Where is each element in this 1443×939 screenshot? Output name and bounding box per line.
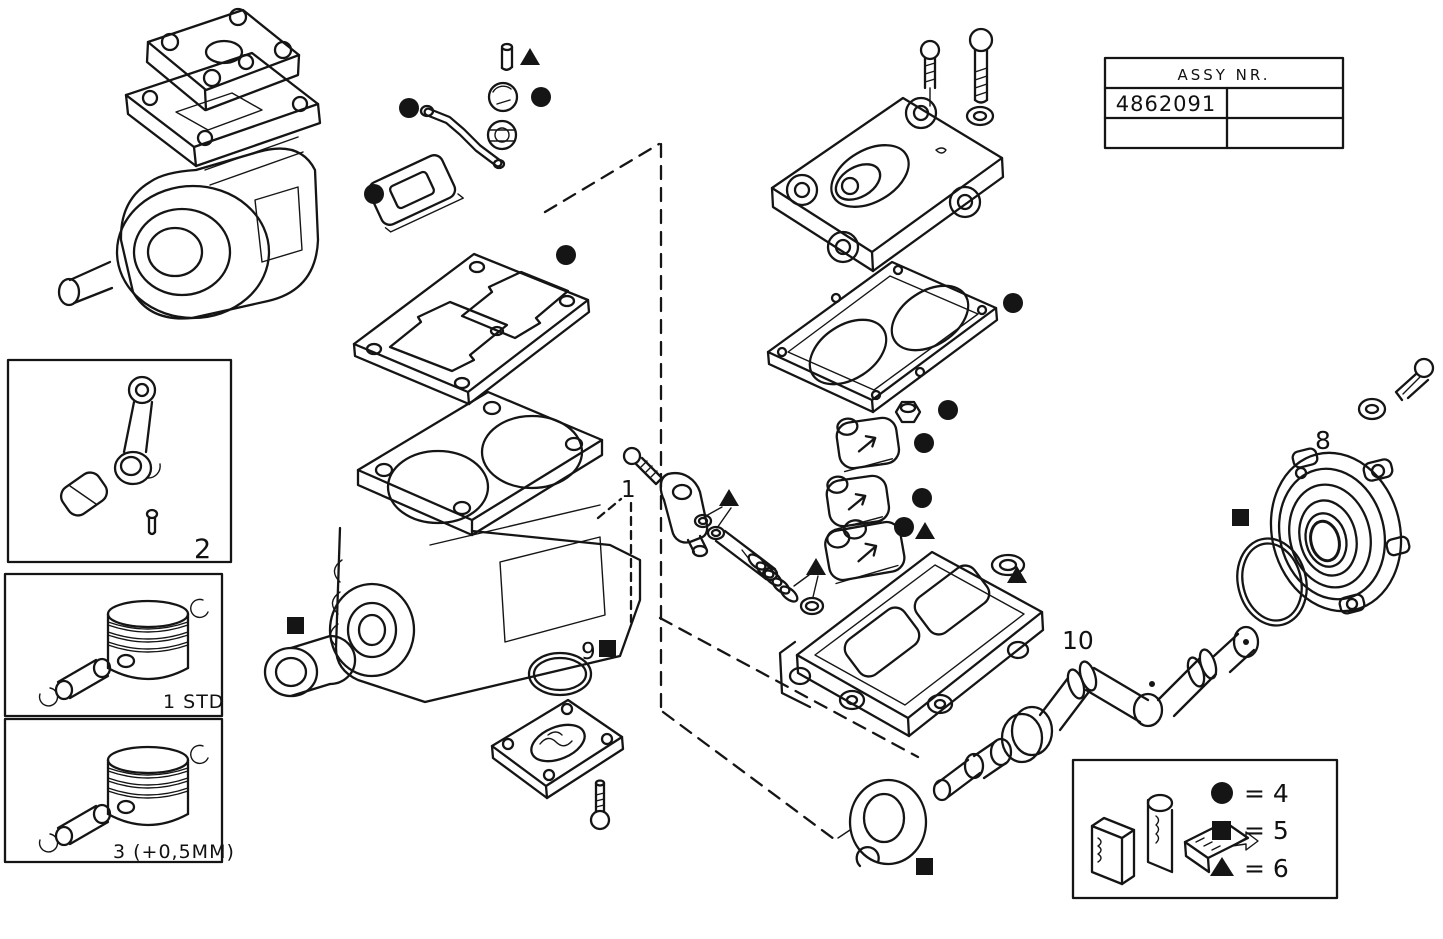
legend-triangle-icon bbox=[1210, 857, 1234, 876]
circle-marker bbox=[364, 184, 384, 204]
unloader-valve-group bbox=[622, 446, 825, 616]
square-markers bbox=[287, 509, 1249, 875]
rear-cover-washer bbox=[1357, 397, 1387, 421]
rear-cover-oring bbox=[1236, 537, 1308, 627]
circle-marker bbox=[914, 433, 934, 453]
legend-box: = 4 = 5 = 6 bbox=[1071, 758, 1339, 900]
triangle-markers bbox=[520, 48, 1027, 583]
repair-kit-illustration bbox=[1090, 793, 1259, 886]
valve-seat-plate bbox=[367, 154, 464, 233]
bolt-angled bbox=[622, 446, 664, 486]
callout-part2: 2 bbox=[194, 534, 211, 565]
callout-part8: 8 bbox=[1315, 426, 1331, 455]
square-marker bbox=[916, 858, 933, 875]
triangle-marker bbox=[719, 489, 739, 506]
washers-and-plunger bbox=[693, 513, 779, 582]
circle-marker bbox=[531, 87, 551, 107]
circle-marker bbox=[938, 400, 958, 420]
rear-cover-bolt bbox=[1394, 357, 1435, 402]
crankshaft bbox=[932, 625, 1260, 802]
oring-small bbox=[799, 596, 825, 616]
compressor-assembly bbox=[57, 7, 322, 320]
triangle-marker bbox=[915, 522, 935, 539]
circle-marker bbox=[894, 517, 914, 537]
legend-circle-label: = 4 bbox=[1244, 779, 1289, 808]
rear-cover bbox=[1269, 447, 1411, 615]
legend-square-label: = 5 bbox=[1244, 816, 1289, 845]
callout-piston-std: 1 STD bbox=[163, 691, 224, 713]
square-marker bbox=[1232, 509, 1249, 526]
unloader-fork bbox=[659, 471, 709, 558]
valve-spring bbox=[747, 553, 799, 603]
callout-part9: 9 bbox=[581, 639, 596, 665]
piston-kit-oversize-box: 3 (+0,5MM) bbox=[3, 717, 235, 864]
head-washer bbox=[965, 105, 995, 127]
assy-number-table: ASSY NR. 4862091 bbox=[1103, 56, 1345, 150]
valve-plate-double bbox=[824, 519, 906, 585]
head-bolt-short bbox=[919, 39, 941, 107]
piston-kit-std-box: 1 STD bbox=[3, 572, 224, 718]
valve-plate-2 bbox=[825, 474, 891, 531]
triangle-marker bbox=[520, 48, 540, 65]
triangle-marker bbox=[1007, 566, 1027, 583]
cylinder-head bbox=[770, 96, 1005, 273]
assy-table-header: ASSY NR. bbox=[1177, 66, 1270, 84]
conrod-kit-box: 2 bbox=[6, 358, 233, 565]
base-gasket bbox=[352, 252, 591, 406]
circle-marker bbox=[556, 245, 576, 265]
circle-marker bbox=[912, 488, 932, 508]
valve-pin bbox=[500, 42, 514, 71]
callout-part10: 10 bbox=[1062, 626, 1094, 655]
valve-cover-plate bbox=[490, 698, 625, 800]
circle-marker bbox=[399, 98, 419, 118]
unloader-small-parts bbox=[367, 42, 519, 233]
head-bolt-long bbox=[968, 27, 994, 104]
square-marker bbox=[287, 617, 304, 634]
cylinder-block bbox=[328, 390, 642, 704]
assy-number: 4862091 bbox=[1116, 92, 1217, 116]
crankcase bbox=[778, 550, 1045, 738]
oring-large bbox=[527, 651, 593, 697]
valve-plate-1 bbox=[835, 416, 901, 473]
hex-nut bbox=[894, 400, 922, 424]
projection-dashed-lines bbox=[543, 142, 920, 844]
legend-triangle-label: = 6 bbox=[1244, 854, 1289, 883]
crankshaft-seal bbox=[837, 778, 928, 868]
circle-markers bbox=[364, 87, 1023, 537]
cap-nut bbox=[487, 81, 519, 113]
circle-marker bbox=[1003, 293, 1023, 313]
callout-part1: 1 bbox=[621, 477, 636, 503]
grooved-washer bbox=[486, 119, 518, 151]
bushing bbox=[263, 634, 357, 698]
square-marker bbox=[599, 640, 616, 657]
callout-piston-oversize: 3 (+0,5MM) bbox=[113, 841, 235, 863]
legend-square-icon bbox=[1212, 821, 1231, 840]
head-gasket bbox=[766, 260, 999, 414]
triangle-marker bbox=[806, 558, 826, 575]
cover-bolt bbox=[589, 779, 611, 831]
legend-circle-icon bbox=[1211, 782, 1233, 804]
unloader-lever bbox=[419, 104, 506, 170]
